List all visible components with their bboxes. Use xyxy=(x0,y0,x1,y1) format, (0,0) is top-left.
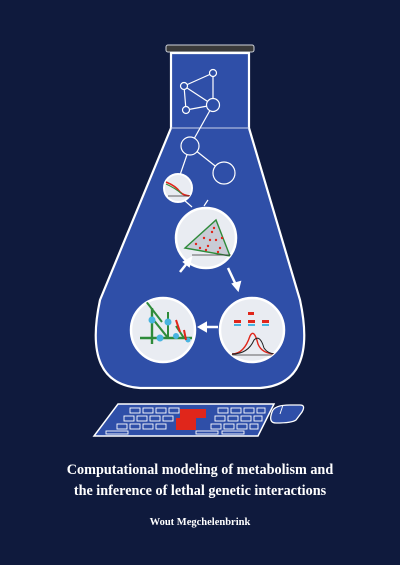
title-line-1: Computational modeling of metabolism and xyxy=(66,462,334,478)
network-node xyxy=(208,68,218,78)
highlighted-key xyxy=(180,409,206,418)
density-circle xyxy=(218,296,286,364)
title-line-2: the inference of lethal genetic interact… xyxy=(73,483,327,499)
network-node xyxy=(181,105,191,115)
author-name: Wout Megchelenbrink xyxy=(149,517,251,528)
network-node xyxy=(205,97,221,113)
network-node xyxy=(212,161,236,185)
cycle-arrows xyxy=(179,199,242,333)
network-graph xyxy=(179,68,236,185)
network-node xyxy=(179,81,189,91)
scatter-circle xyxy=(174,206,238,270)
curve-circle xyxy=(163,173,193,203)
network-node xyxy=(180,136,200,156)
book-title: Computational modeling of metabolism and… xyxy=(0,460,400,502)
flask-cap xyxy=(165,44,255,53)
keyboard-icon xyxy=(92,403,276,437)
mouse-icon xyxy=(270,404,305,424)
pathway-circle xyxy=(129,296,197,364)
